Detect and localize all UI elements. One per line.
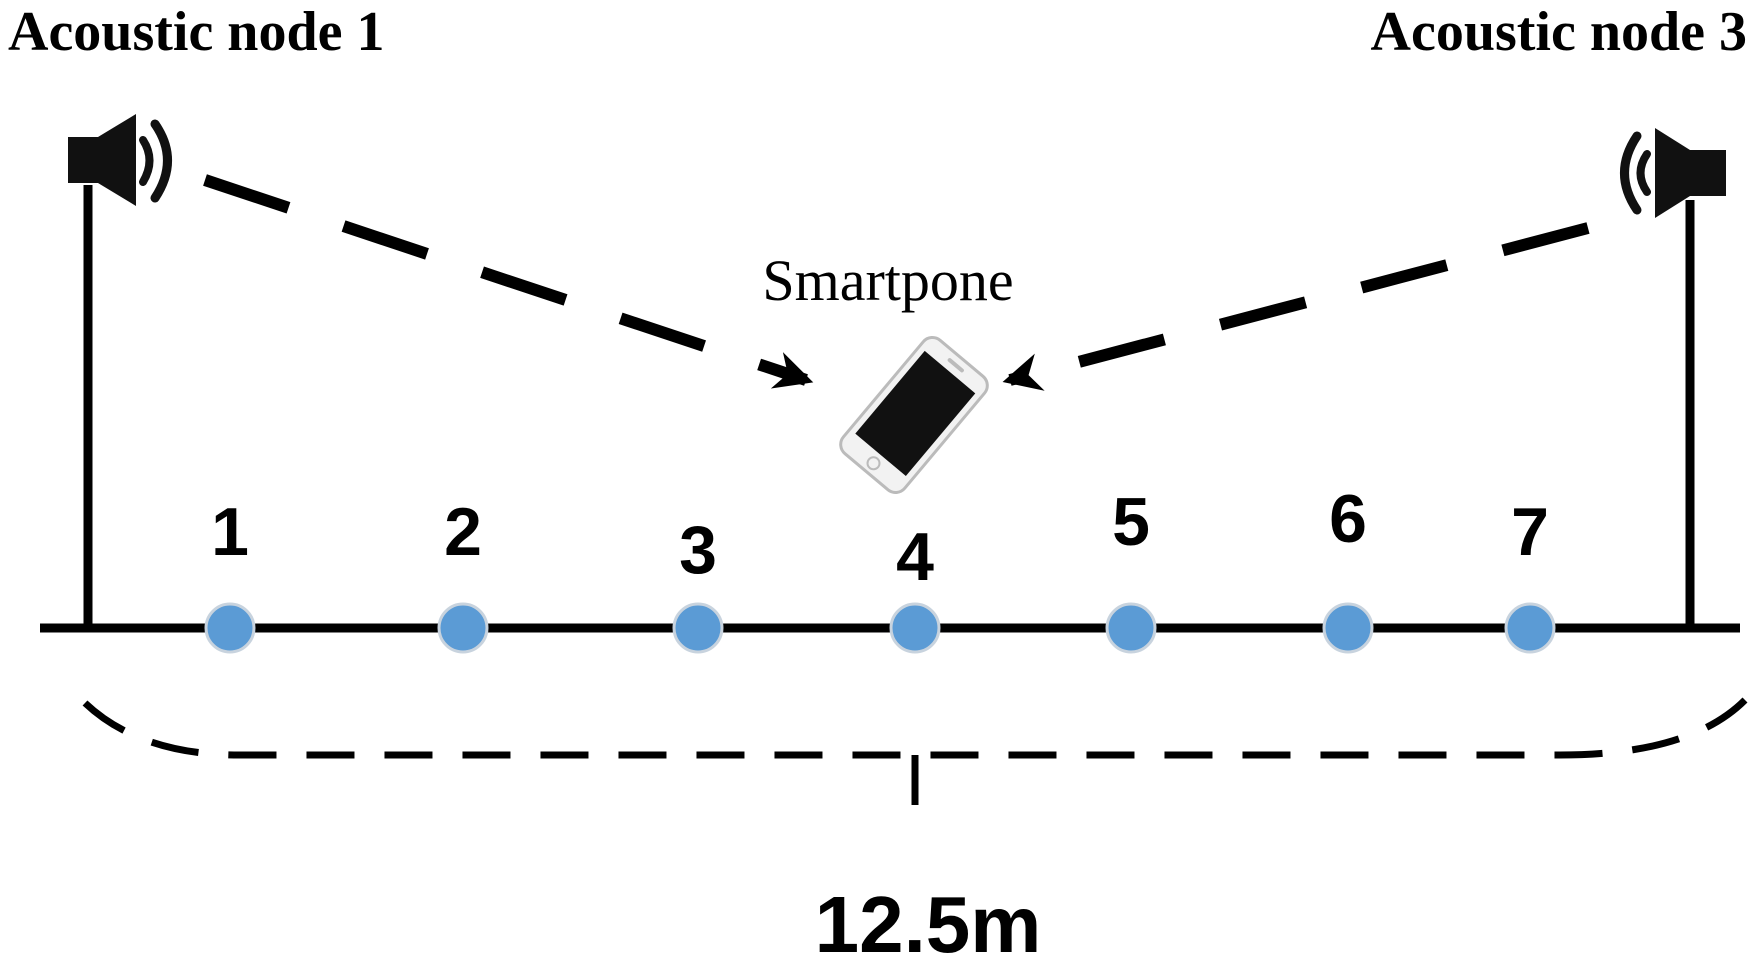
measurement-point-label: 7 <box>1511 494 1549 570</box>
measurement-point <box>1322 602 1374 654</box>
measurement-point <box>1105 602 1157 654</box>
span-label: 12.5m <box>815 880 1042 969</box>
measurement-point-label: 4 <box>896 519 934 595</box>
measurement-point-label: 1 <box>211 494 249 570</box>
node-right-label: Acoustic node 3 <box>1371 1 1747 63</box>
measurement-point <box>437 602 489 654</box>
span-brace <box>82 697 1748 759</box>
measurement-point-label: 5 <box>1112 484 1150 560</box>
measurement-point <box>1504 602 1556 654</box>
measurement-point-label: 2 <box>444 494 482 570</box>
measurement-point <box>889 602 941 654</box>
smartphone-icon <box>839 336 989 494</box>
phone-label: Smartpone <box>762 248 1013 313</box>
measurement-point-label: 3 <box>679 512 717 588</box>
node-left-label: Acoustic node 1 <box>8 1 384 63</box>
measurement-point-label: 6 <box>1329 481 1367 557</box>
speaker-icon <box>1620 128 1726 218</box>
signal-path-left <box>203 174 814 389</box>
signal-path-right <box>1002 222 1590 391</box>
measurement-point <box>204 602 256 654</box>
measurement-points: 1 2 3 4 5 6 7 <box>204 481 1556 654</box>
speaker-icon <box>68 114 172 206</box>
measurement-point <box>672 602 724 654</box>
